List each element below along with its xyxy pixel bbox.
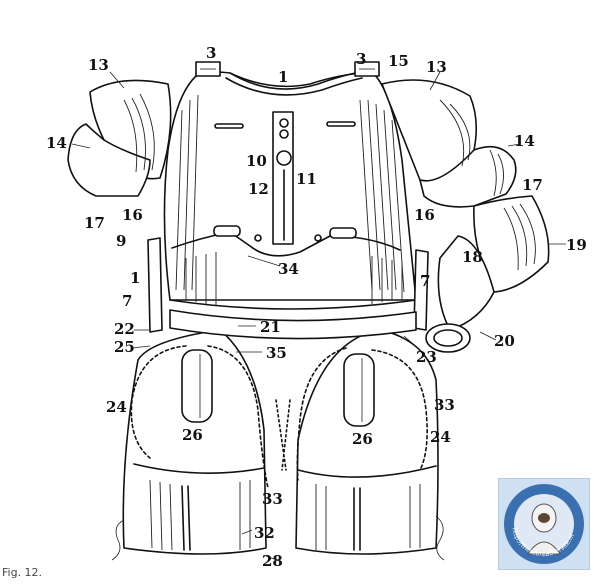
left-upper-arm [67, 123, 151, 197]
label-20: 20 [494, 332, 515, 350]
label-12: 12 [248, 180, 269, 198]
label-23: 23 [416, 348, 437, 366]
label-3-right: 3 [356, 50, 366, 68]
label-7-left: 7 [122, 292, 132, 310]
label-14-left: 14 [46, 134, 67, 152]
label-7-right: 7 [420, 272, 430, 290]
label-11: 11 [296, 170, 317, 188]
label-3-left: 3 [206, 44, 216, 62]
label-34: 34 [278, 260, 299, 278]
label-10: 10 [246, 152, 267, 170]
canister-left [181, 349, 213, 423]
figure-caption: Fig. 12. [2, 566, 43, 579]
label-32: 32 [254, 524, 275, 542]
label-18: 18 [462, 248, 483, 266]
label-17-left: 17 [84, 214, 105, 232]
right-upper-arm [419, 145, 517, 208]
label-24-right: 24 [430, 428, 451, 446]
label-17-right: 17 [522, 176, 543, 194]
label-26-right: 26 [352, 430, 373, 448]
right-leg [295, 329, 439, 555]
label-21: 21 [260, 318, 281, 336]
watermark-logo: http://therebreathersite.nl [498, 478, 590, 570]
right-cuff [437, 235, 495, 331]
label-9: 9 [116, 232, 126, 250]
left-shoulder-cap [89, 79, 172, 180]
label-28: 28 [262, 552, 283, 570]
label-24-left: 24 [106, 398, 127, 416]
torso-shading [175, 94, 405, 293]
label-19: 19 [566, 236, 587, 254]
canister-right [343, 353, 375, 427]
label-26-left: 26 [182, 426, 203, 444]
label-35: 35 [266, 344, 287, 362]
label-22: 22 [114, 320, 135, 338]
label-16-right: 16 [414, 206, 435, 224]
label-1-chest: 1 [278, 68, 288, 86]
label-13-right: 13 [426, 58, 447, 76]
label-14-right: 14 [514, 132, 535, 150]
label-33-center: 33 [262, 490, 283, 508]
label-15: 15 [388, 52, 409, 70]
label-25: 25 [114, 338, 135, 356]
reference-numerals: 1 1 3 3 15 13 13 14 14 17 17 16 16 9 10 … [46, 44, 587, 570]
label-33-right: 33 [434, 396, 455, 414]
label-1-side: 1 [130, 269, 140, 287]
label-16-left: 16 [122, 206, 143, 224]
left-leg [122, 329, 267, 555]
label-13-left: 13 [88, 56, 109, 74]
leader-lines [71, 71, 566, 563]
adjust-strap [272, 111, 294, 245]
